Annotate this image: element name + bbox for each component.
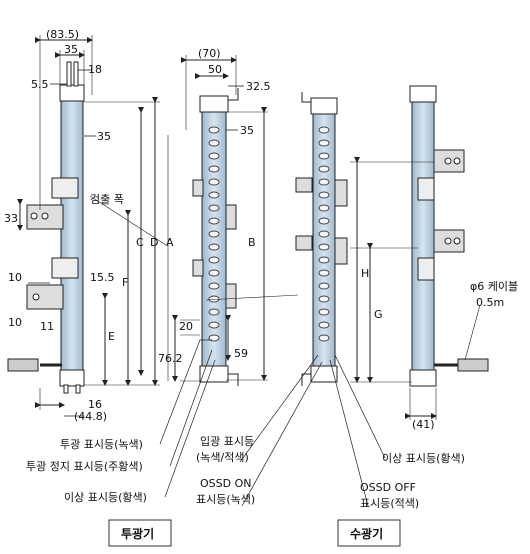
dim-10-b: 10 [8,316,22,329]
label-ossd-off-1: OSSD OFF [360,481,416,494]
label-recv-2: (녹색/적색) [196,451,249,464]
lens-element [318,230,330,238]
dim-70: (70) [198,47,221,60]
lens-element [318,178,330,186]
dim-15-5: 15.5 [90,271,115,284]
lens-element [318,165,330,173]
label-detect-width: 검출 폭 [90,193,124,206]
letter-G: G [374,308,383,321]
label-cable-2: 0.5m [476,296,504,309]
lens-element [208,243,220,251]
lens-element [318,321,330,329]
label-abnormal-left: 이상 표시등(황색) [64,491,147,504]
label-emit-stop: 투광 정지 표시등(주황색) [26,460,143,473]
dim-18: 18 [88,63,102,76]
dim-10-a: 10 [8,271,22,284]
dim-32-5: 32.5 [246,80,271,93]
lens-element [208,269,220,277]
lens-element [318,308,330,316]
lens-element [208,282,220,290]
label-abnormal-right: 이상 표시등(황색) [382,452,465,465]
letter-A: A [166,236,174,249]
lens-element [208,152,220,160]
lens-element [318,269,330,277]
lens-element [208,191,220,199]
letter-D: D [150,236,158,249]
lens-element [318,295,330,303]
caption-receiver: 수광기 [350,526,383,541]
letter-H: H [361,267,369,280]
letter-B: B [248,236,256,249]
lens-element [208,217,220,225]
lens-element [208,321,220,329]
lens-element [208,308,220,316]
dim-59: 59 [234,347,248,360]
dim-50: 50 [208,63,222,76]
dim-44-8: (44.8) [74,410,107,423]
dim-33: 33 [4,212,18,225]
lens-element [208,295,220,303]
dim-35-c: 35 [97,130,111,143]
leader-lines [159,339,386,507]
label-ossd-on-1: OSSD ON [200,477,251,490]
dim-41: (41) [412,418,435,431]
lens-element [208,178,220,186]
letter-C: C [136,236,144,249]
lens-element [318,256,330,264]
receiver-front-view [350,85,489,420]
dim-76-2: 76.2 [158,352,183,365]
lens-element [208,139,220,147]
dim-35-b: 35 [240,124,254,137]
lens-element [318,191,330,199]
letter-E: E [108,330,115,343]
lens-element [318,243,330,251]
lens-element [318,126,330,134]
caption-box-emitter [108,519,172,547]
lens-element [318,282,330,290]
caption-emitter: 투광기 [121,526,154,541]
lens-element [208,334,220,342]
dim-5-5: 5.5 [31,78,49,91]
label-ossd-on-2: 표시등(녹색) [196,493,255,506]
lens-element [318,152,330,160]
lens-element [318,217,330,225]
lens-element [208,165,220,173]
lens-element [208,230,220,238]
lens-element [208,126,220,134]
receiver-side-view [295,92,348,386]
emitter-front-view [7,35,167,417]
label-recv-1: 입광 표시등 [200,435,254,448]
dim-83-5: (83.5) [46,28,79,41]
label-cable-1: φ6 케이블 [470,280,518,293]
lens-element [318,139,330,147]
dim-20: 20 [179,320,193,333]
dim-16: 16 [88,398,102,411]
lens-element [208,256,220,264]
dim-11: 11 [40,320,54,333]
letter-F: F [122,276,128,289]
emitter-side-view [167,55,299,386]
dim-35-a: 35 [64,43,78,56]
lens-element [318,334,330,342]
caption-box-receiver [337,519,401,547]
label-emit-indicator: 투광 표시등(녹색) [60,438,143,451]
lens-element [208,204,220,212]
label-ossd-off-2: 표시등(적색) [360,497,419,510]
lens-element [318,204,330,212]
